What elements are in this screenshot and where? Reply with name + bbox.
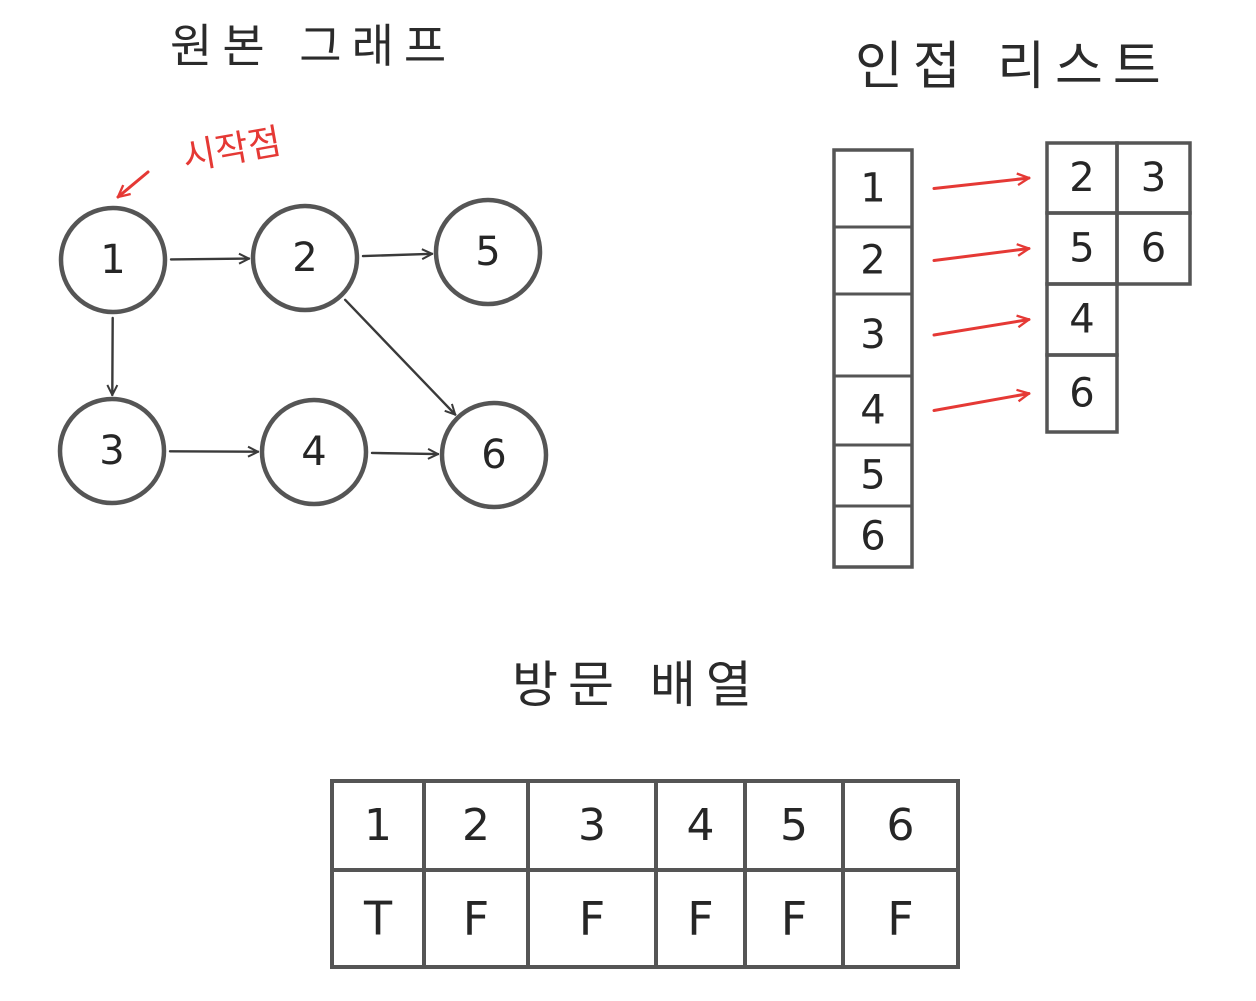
node-2-circle [250, 203, 360, 313]
adjacency-head-4: 4 [860, 388, 885, 434]
visited-value-4: F [687, 892, 713, 946]
graph-title: 원본 그래프 [170, 19, 457, 73]
node-6-label: 6 [481, 432, 506, 478]
visited-index-4: 4 [687, 800, 715, 851]
visited-index-5: 5 [780, 800, 808, 851]
visited-value-3: F [579, 892, 605, 946]
node-5-label: 5 [475, 229, 500, 275]
node-4-label: 4 [301, 429, 326, 475]
visited-value-5: F [781, 892, 807, 946]
adjacency-1-neighbor-3: 3 [1141, 155, 1166, 201]
visited-value-1: T [363, 892, 393, 946]
node-2-label: 2 [292, 235, 317, 281]
node-4-circle [259, 397, 369, 507]
edge-1-2 [169, 259, 251, 260]
adjacency-title: 인접 리스트 [855, 37, 1171, 97]
node-3-label: 3 [99, 428, 124, 474]
visited-value-6: F [887, 892, 913, 946]
adjacency-2-neighbor-5: 5 [1069, 226, 1094, 272]
start-point-arrow [118, 170, 150, 197]
adjacency-3-neighbor-4: 4 [1069, 297, 1094, 343]
visited-index-3: 3 [578, 800, 606, 851]
adjacency-arrow-3 [932, 320, 1029, 337]
adjacency-head-2: 2 [860, 238, 885, 284]
visited-value-2: F [463, 892, 489, 946]
adjacency-arrow-1 [932, 178, 1029, 190]
adjacency-cell [1045, 353, 1119, 434]
start-point-label: 시작점 [180, 121, 285, 179]
visited-index-6: 6 [887, 800, 915, 851]
node-3-circle [57, 396, 167, 506]
edge-2-6 [343, 298, 455, 415]
visited-index-1: 1 [364, 800, 392, 851]
adjacency-cell [1115, 211, 1192, 286]
node-1-circle [58, 205, 168, 315]
adjacency-arrow-2 [932, 249, 1029, 262]
adjacency-2-neighbor-6: 6 [1141, 226, 1166, 272]
adjacency-head-5: 5 [860, 453, 885, 499]
adjacency-head-1: 1 [860, 166, 885, 212]
edge-2-5 [361, 254, 434, 256]
node-1-label: 1 [100, 237, 125, 283]
node-5-circle [433, 197, 543, 307]
adjacency-head-3: 3 [860, 312, 885, 358]
adjacency-4-neighbor-6: 6 [1069, 371, 1094, 417]
node-6-circle [439, 400, 549, 510]
adjacency-1-neighbor-2: 2 [1069, 155, 1094, 201]
edge-4-6 [370, 453, 440, 454]
visited-table [330, 779, 960, 969]
visited-title: 방문 배열 [512, 656, 762, 714]
adjacency-head-6: 6 [860, 514, 885, 560]
visited-index-2: 2 [462, 800, 490, 851]
adjacency-head-column [832, 148, 914, 569]
adjacency-arrow-4 [932, 394, 1029, 412]
